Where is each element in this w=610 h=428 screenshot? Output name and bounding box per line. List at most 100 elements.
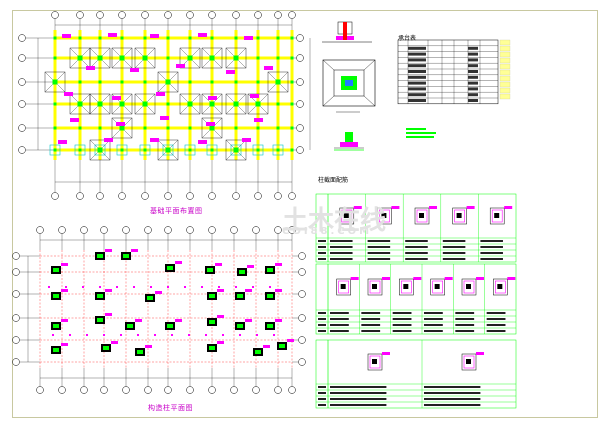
rebar-bar bbox=[494, 213, 500, 218]
section-table-text bbox=[330, 240, 353, 242]
stirrup bbox=[432, 280, 443, 294]
grid-bubble bbox=[76, 192, 84, 200]
grid-bubble bbox=[100, 226, 108, 234]
column-node bbox=[166, 36, 170, 40]
grid-bubble bbox=[51, 192, 59, 200]
section-tag bbox=[476, 277, 484, 280]
table-cell-text bbox=[468, 46, 478, 50]
note-line bbox=[406, 128, 426, 130]
column-node bbox=[120, 80, 124, 84]
section-table-text bbox=[330, 330, 349, 332]
rebar-tag bbox=[58, 140, 67, 144]
rebar-bar bbox=[372, 359, 377, 364]
column-tag bbox=[135, 319, 142, 322]
column-node bbox=[78, 148, 82, 152]
note-line bbox=[406, 132, 436, 134]
section-table-header bbox=[318, 398, 326, 400]
rebar-dot bbox=[82, 286, 84, 288]
section-table-text bbox=[486, 318, 506, 320]
section-column bbox=[345, 132, 353, 142]
foundation-beam bbox=[290, 30, 294, 160]
column-node bbox=[143, 80, 147, 84]
column-node bbox=[120, 102, 124, 106]
grid-bubble bbox=[186, 11, 194, 19]
grid-bubble bbox=[80, 386, 88, 394]
section-tag bbox=[391, 206, 400, 209]
column-tag bbox=[155, 291, 162, 294]
section-table-block bbox=[315, 263, 517, 335]
pad-footing bbox=[134, 93, 156, 115]
section-table-text bbox=[442, 252, 466, 254]
foundation-beam bbox=[55, 102, 292, 106]
column-node bbox=[234, 56, 238, 60]
column-node bbox=[210, 126, 214, 130]
column-plan-title: 构造柱平面图 bbox=[148, 404, 193, 412]
grid-bubble bbox=[12, 268, 20, 276]
rebar-bar bbox=[340, 284, 346, 289]
column-node bbox=[120, 36, 124, 40]
column-core bbox=[127, 324, 133, 328]
column-core bbox=[97, 294, 103, 298]
section-table-text bbox=[330, 386, 387, 388]
rebar-tag bbox=[226, 70, 235, 74]
rebar-tag bbox=[130, 68, 139, 72]
rebar-dot bbox=[133, 286, 135, 288]
grid-bubble bbox=[208, 226, 216, 234]
section-table-header bbox=[318, 330, 326, 332]
table-cell-text bbox=[408, 75, 426, 79]
column-core bbox=[267, 268, 273, 272]
column-node bbox=[120, 148, 124, 152]
grid-bubble bbox=[12, 252, 20, 260]
section-table-block bbox=[315, 193, 517, 263]
grid-bubble bbox=[122, 226, 130, 234]
column-node bbox=[53, 80, 57, 84]
footing-plan-diag bbox=[322, 59, 335, 71]
grid-bubble bbox=[296, 146, 304, 154]
column-node bbox=[53, 36, 57, 40]
grid-bubble bbox=[298, 336, 306, 344]
grid-bubble bbox=[12, 314, 20, 322]
grid-bubble bbox=[12, 336, 20, 344]
section-table-header bbox=[318, 324, 326, 326]
table-cell-text bbox=[468, 93, 478, 97]
section-table-header bbox=[318, 252, 326, 254]
pad-footing bbox=[134, 47, 156, 69]
grid-bubble bbox=[232, 11, 240, 19]
rebar-tag bbox=[206, 122, 215, 126]
rebar-dot bbox=[205, 334, 207, 336]
grid-bubble bbox=[186, 226, 194, 234]
section-tag bbox=[476, 352, 484, 355]
pad-footing bbox=[89, 93, 111, 115]
rebar-dot bbox=[256, 334, 258, 336]
rebar-dot bbox=[69, 334, 71, 336]
table-cell-text bbox=[468, 70, 478, 73]
rebar-dot bbox=[218, 286, 220, 288]
column-tag bbox=[275, 263, 282, 266]
column-node bbox=[143, 148, 147, 152]
grid-bubble bbox=[36, 226, 44, 234]
table-cell-text bbox=[468, 64, 478, 68]
pile-table bbox=[397, 39, 499, 105]
stirrup bbox=[491, 209, 503, 223]
section-table-text bbox=[405, 258, 428, 260]
column-node bbox=[120, 126, 124, 130]
section-table-text bbox=[424, 392, 481, 394]
rebar-dot bbox=[235, 286, 237, 288]
foundation-beam bbox=[276, 30, 280, 160]
section-table-text bbox=[392, 330, 412, 332]
grid-bubble bbox=[274, 192, 282, 200]
column-node bbox=[290, 148, 294, 152]
foundation-beam bbox=[55, 36, 292, 40]
rebar-dot bbox=[52, 334, 54, 336]
column-node bbox=[234, 80, 238, 84]
column-tag bbox=[61, 289, 68, 292]
grid-bubble bbox=[208, 386, 216, 394]
pad-footing bbox=[111, 117, 133, 139]
section-table-text bbox=[405, 240, 428, 242]
section-table-text bbox=[480, 252, 503, 254]
column-core bbox=[209, 320, 215, 324]
table-cell-text bbox=[468, 52, 478, 56]
table-note-cell bbox=[499, 93, 511, 100]
column-node bbox=[234, 126, 238, 130]
column-tag bbox=[245, 319, 252, 322]
